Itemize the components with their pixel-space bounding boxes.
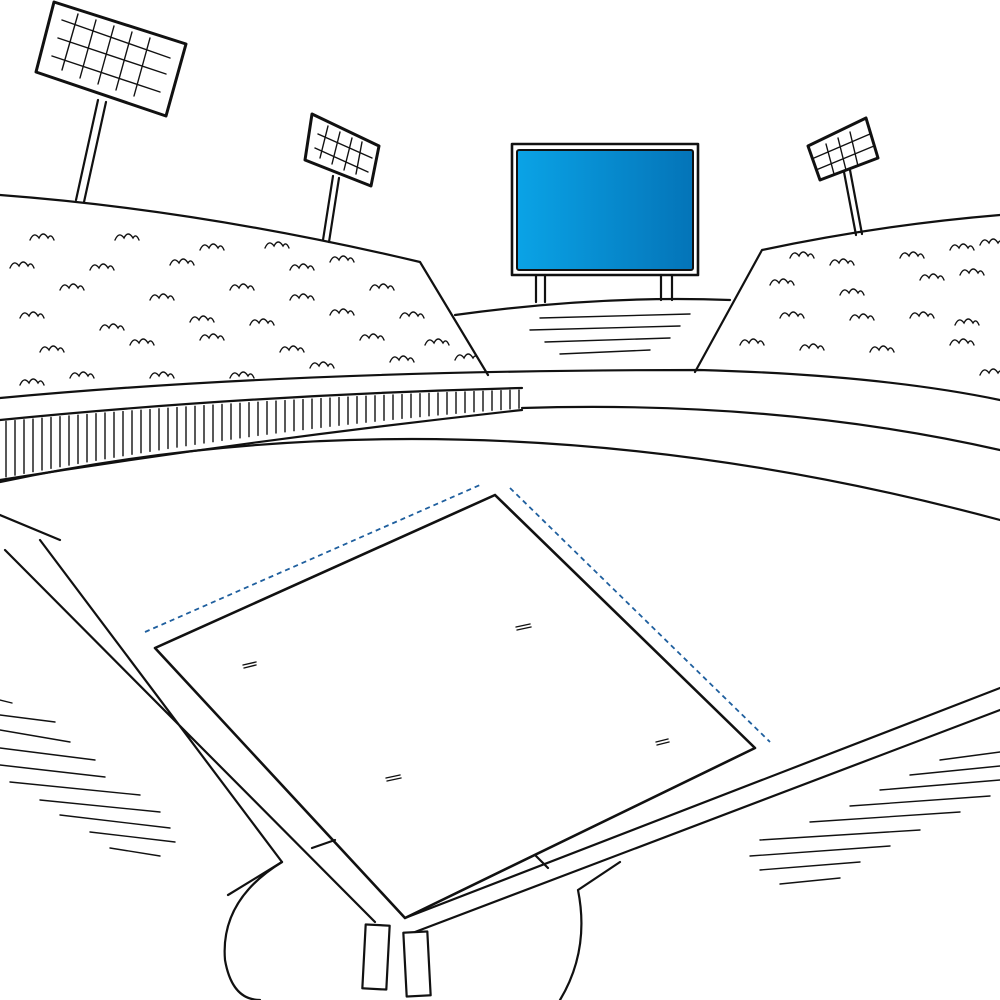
crowd-mark (919, 273, 945, 281)
crowd-mark (424, 338, 450, 346)
crowd-mark (189, 315, 215, 323)
crowd-mark (289, 263, 315, 271)
floodlight-left (34, 0, 188, 204)
crowd-mark (89, 263, 115, 271)
floodlight-center-left (303, 112, 381, 244)
crowd-mark (769, 278, 795, 286)
crowd-mark (249, 318, 275, 326)
crowd-mark (169, 258, 195, 266)
crowd-mark (69, 371, 95, 379)
crowd-mark (849, 313, 875, 321)
home-plate-box-right (402, 930, 432, 998)
infield-diamond (153, 493, 757, 920)
crowd-mark (229, 283, 255, 291)
crowd-mark (129, 338, 155, 346)
crowd-mark (739, 338, 765, 346)
crowd-mark (829, 258, 855, 266)
crowd-mark (799, 343, 825, 351)
floodlight-right (806, 116, 880, 237)
crowd-mark (329, 255, 355, 263)
field (0, 437, 1000, 1000)
grass-hatching-left (0, 699, 176, 857)
crowd-mark (149, 371, 175, 379)
crowd-mark (289, 293, 315, 301)
crowd-mark (359, 333, 385, 341)
crowd-marks (9, 233, 1000, 386)
fence-slats (5, 389, 520, 478)
scoreboard (510, 142, 700, 304)
home-plate-box-left (361, 923, 391, 991)
crowd-mark (959, 268, 985, 276)
crowd-mark (199, 333, 225, 341)
crowd-mark (329, 308, 355, 316)
crowd-mark (789, 251, 815, 259)
crowd-mark (229, 371, 255, 379)
scoreboard-screen (516, 149, 694, 271)
crowd-mark (199, 243, 225, 251)
crowd-mark (29, 233, 55, 241)
crowd-mark (114, 233, 140, 241)
crowd-mark (979, 238, 1000, 246)
dashed-guide-left (144, 484, 481, 633)
crowd-mark (59, 283, 85, 291)
grass-hatching-right (749, 751, 1000, 885)
crowd-mark (9, 261, 35, 269)
crowd-mark (389, 355, 415, 363)
crowd-mark (949, 243, 975, 251)
crowd-mark (264, 241, 290, 249)
crowd-mark (19, 311, 45, 319)
crowd-mark (309, 361, 335, 369)
outfield-wall (0, 368, 1000, 482)
crowd-mark (899, 251, 925, 259)
crowd-mark (279, 345, 305, 353)
crowd-mark (399, 311, 425, 319)
crowd-mark (19, 378, 45, 386)
crowd-mark (39, 345, 65, 353)
crowd-mark (979, 368, 1000, 376)
crowd-mark (949, 338, 975, 346)
crowd-mark (779, 311, 805, 319)
crowd-mark (149, 293, 175, 301)
stands (0, 193, 1000, 386)
crowd-mark (869, 345, 895, 353)
crowd-mark (954, 318, 980, 326)
crowd-mark (839, 288, 865, 296)
crowd-mark (99, 323, 125, 331)
crowd-mark (909, 311, 935, 319)
crowd-mark (369, 283, 395, 291)
crowd-mark (454, 353, 480, 361)
dashed-guide-right (509, 487, 771, 743)
